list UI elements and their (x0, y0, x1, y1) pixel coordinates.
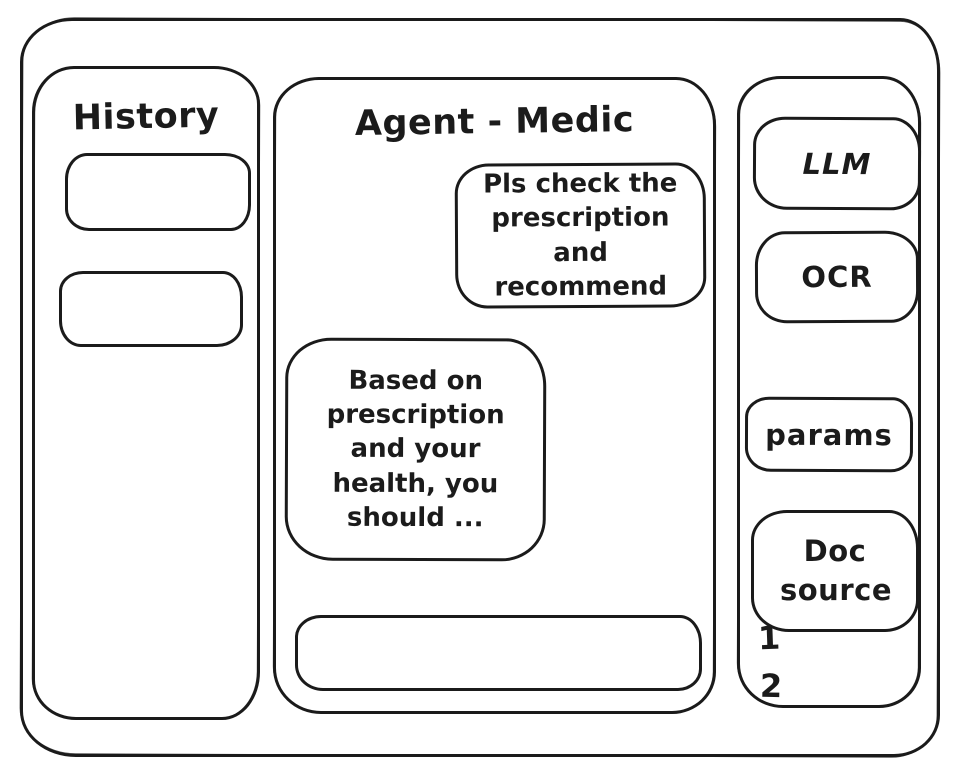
llm-button[interactable]: LLM (752, 116, 922, 211)
user-message-bubble: Pls check the prescription and recommend (454, 162, 707, 309)
assistant-message-text: Based on prescription and your health, y… (326, 365, 505, 534)
assistant-message-bubble: Based on prescription and your health, y… (284, 337, 547, 562)
history-item[interactable] (65, 153, 251, 231)
chat-title: Agent - Medic (354, 100, 635, 144)
app-frame (20, 18, 940, 757)
history-title: History (72, 95, 220, 139)
ocr-button[interactable]: OCR (754, 230, 920, 324)
history-item[interactable] (59, 271, 243, 347)
doc-source-button[interactable]: Doc source (751, 510, 919, 632)
message-input[interactable] (295, 615, 702, 691)
history-sidebar: History (32, 66, 260, 720)
tools-sidebar: LLM OCR params Doc source 1 2 (737, 76, 922, 708)
doc-source-item-1[interactable]: 1 (757, 618, 781, 658)
chat-panel: Agent - Medic Pls check the prescription… (273, 77, 716, 714)
doc-source-item-2[interactable]: 2 (759, 666, 783, 706)
user-message-text: Pls check the prescription and recommend (482, 168, 678, 303)
params-button[interactable]: params (744, 396, 914, 473)
doc-source-label: Doc source (780, 533, 892, 607)
